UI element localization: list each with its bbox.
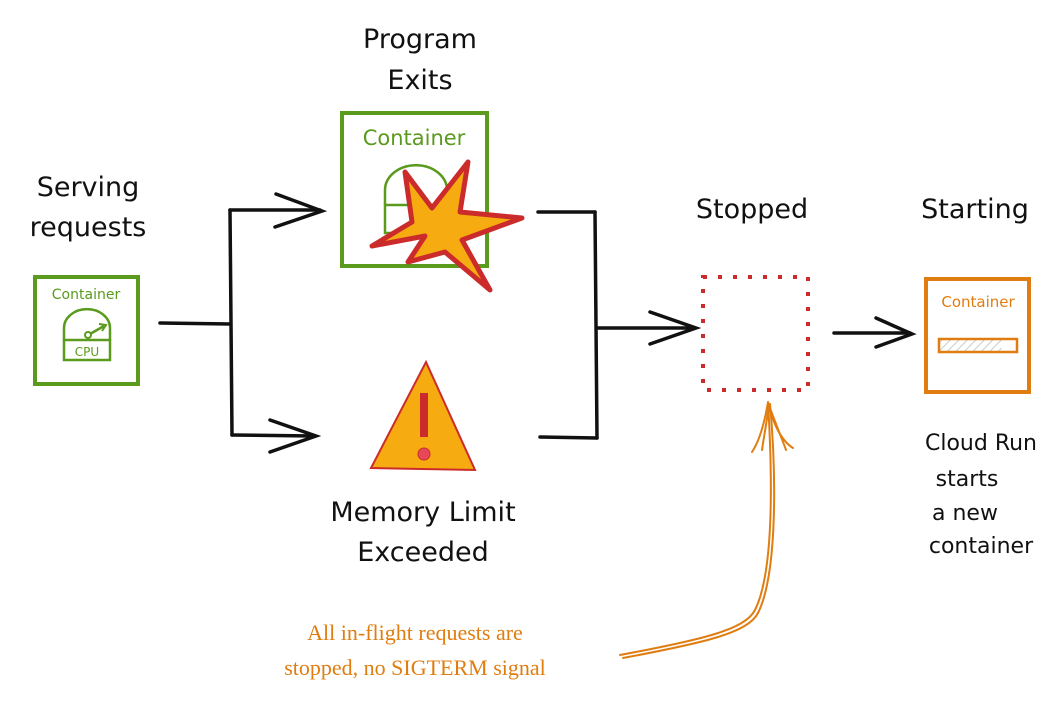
stopped-title: Stopped <box>696 194 808 225</box>
annotation-line2: stopped, no SIGTERM signal <box>284 655 546 680</box>
starting-caption: Cloud Run starts a new container <box>925 431 1037 559</box>
starting-container-box <box>924 277 1031 394</box>
serving-title-line2: requests <box>30 212 147 243</box>
branch-connector-left <box>158 192 328 454</box>
memory-limit-title-line2: Exceeded <box>357 537 489 568</box>
arrow-to-starting <box>832 316 917 349</box>
progress-bar-frame <box>937 337 1019 354</box>
serving-container-label: Container <box>52 287 121 303</box>
memory-limit-title-line1: Memory Limit <box>330 497 515 528</box>
caption-line1: Cloud Run <box>925 431 1037 456</box>
cpu-gauge-label: CPU <box>75 345 99 359</box>
annotation: All in-flight requests are stopped, no S… <box>284 401 794 680</box>
cpu-gauge-icon: CPU <box>62 307 112 362</box>
memory-limit-state: Memory Limit Exceeded <box>330 359 516 568</box>
program-exits-container-box <box>340 111 489 268</box>
branch-connector-right <box>536 210 702 440</box>
arrow-to-stopped <box>648 310 702 346</box>
warning-triangle-icon <box>369 359 477 472</box>
annotation-line1: All in-flight requests are <box>307 620 523 645</box>
progress-bar-fill <box>939 339 1002 352</box>
arrow-to-program-exits <box>273 192 328 229</box>
caption-line2: starts <box>936 467 999 492</box>
program-exits-title-line2: Exits <box>387 65 452 96</box>
starting-state: Starting Container Cloud Run starts a ne… <box>921 194 1037 559</box>
stopped-state: Stopped <box>696 194 810 392</box>
starting-container-label: Container <box>941 293 1015 311</box>
program-exits-title-line1: Program <box>363 24 477 55</box>
caption-line4: container <box>929 534 1034 559</box>
serving-title-line1: Serving <box>37 172 140 203</box>
empty-dotted-box <box>701 275 810 392</box>
progress-bar-icon <box>937 337 1019 354</box>
explosion-star-icon <box>369 159 525 293</box>
serving-state: Serving requests Container CPU <box>30 172 147 386</box>
caption-line3: a new <box>932 501 998 526</box>
program-exits-container-label: Container <box>363 126 466 150</box>
program-exits-state: Program Exits Container <box>340 24 525 293</box>
starting-title: Starting <box>921 194 1029 225</box>
annotation-arrow <box>619 401 794 659</box>
serving-container-box <box>33 275 140 386</box>
arrow-to-memory-limit <box>268 418 322 454</box>
